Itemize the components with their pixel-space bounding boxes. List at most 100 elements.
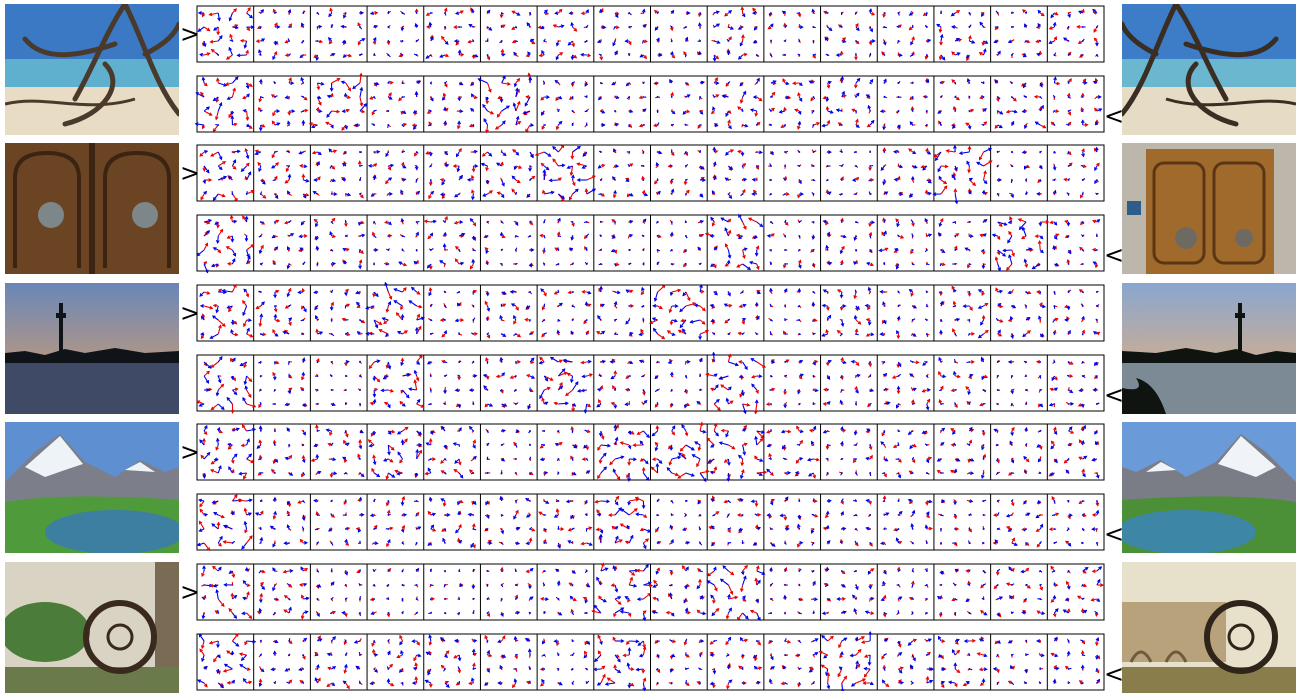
flow-vector-dot [572,124,574,126]
flow-vector-dot [784,319,786,321]
flow-vector-dot [572,305,574,307]
flow-vector-dot [926,110,928,112]
flow-vector-dot [515,26,517,28]
flow-vector-dot [345,333,347,335]
flow-vector-dot [770,305,772,307]
flow-vector-dot [798,221,800,223]
flow-vector-dot [685,54,687,56]
flow-vector-dot [770,96,772,98]
flow-vector-dot [586,263,588,265]
flow-vector-dot [331,26,333,28]
flow-vector-dot [855,54,857,56]
flow-vector-dot [1053,124,1055,126]
flow-vector-dot [1082,54,1084,56]
flow-vector-dot [600,235,602,237]
flow-vector-dot [572,110,574,112]
flow-vector-dot [572,82,574,84]
flow-vector-dot [1053,96,1055,98]
flow-vector-dot [387,26,389,28]
flow-vector-dot [770,249,772,251]
flow-vector-dot [302,333,304,335]
flow-vector-dot [841,263,843,265]
flow-vector-dot [784,165,786,167]
flow-vector-dot [387,263,389,265]
flow-vector-dot [543,249,545,251]
flow-vector-dot [954,82,956,84]
flow-vector-dot [657,124,659,126]
flow-vector-dot [770,221,772,223]
flow-vector-dot [997,12,999,14]
flow-vector-dot [1011,96,1013,98]
flow-vector-dot [855,193,857,195]
flow-vector-dot [217,124,219,126]
flow-vector-dot [813,249,815,251]
flow-vector-dot [572,291,574,293]
flow-vector-dot [912,249,914,251]
flow-vector-dot [557,291,559,293]
flow-vector-dot [784,151,786,153]
flow-vector-dot [1068,110,1070,112]
flow-vector-dot [1082,40,1084,42]
flow-vector-dot [260,96,262,98]
flow-vector-dot [359,165,361,167]
flow-vector-dot [1082,263,1084,265]
flow-vector-dot [784,249,786,251]
flow-vector-dot [543,40,545,42]
flow-vector-dot [501,26,503,28]
flow-vector-dot [671,96,673,98]
flow-vector-dot [515,235,517,237]
flow-vector-dot [501,40,503,42]
flow-vector-dot [628,263,630,265]
flow-vector-dot [416,179,418,181]
flow-vector-dot [883,151,885,153]
flow-vector-dot [883,221,885,223]
flow-vector-dot [1096,249,1098,251]
flow-vector-dot [841,333,843,335]
flow-vector-dot [430,165,432,167]
flow-vector-dot [699,263,701,265]
flow-vector-dot [1011,151,1013,153]
flow-vector-dot [288,221,290,223]
flow-vector-dot [628,165,630,167]
flow-vector-dot [274,82,276,84]
flow-vector-dot [543,82,545,84]
flow-vector-dot [983,249,985,251]
flow-vector-dot [402,124,404,126]
flow-vector-dot [402,235,404,237]
flow-vector-dot [657,96,659,98]
flow-vector-dot [813,165,815,167]
flow-vector-dot [600,193,602,195]
flow-vector-dot [1053,54,1055,56]
flow-vector-dot [260,291,262,293]
flow-vector-dot [274,96,276,98]
flow-vector-dot [1068,96,1070,98]
flow-vector-dot [302,96,304,98]
flow-vector-dot [997,96,999,98]
flow-vector-dot [813,151,815,153]
flow-vector-dot [855,221,857,223]
flow-vector-dot [912,221,914,223]
flow-vector-dot [926,319,928,321]
flow-vector-dot [954,110,956,112]
flow-vector-dot [1068,82,1070,84]
flow-vector-dot [813,110,815,112]
flow-vector-dot [770,12,772,14]
flow-vector-dot [685,179,687,181]
flow-vector-dot [614,221,616,223]
flow-vector-dot [416,12,418,14]
flow-vector-dot [402,249,404,251]
flow-vector-dot [472,124,474,126]
flow-vector-dot [1068,165,1070,167]
flow-vector-dot [869,54,871,56]
flow-vector-dot [954,96,956,98]
flow-vector-dot [954,263,956,265]
flow-vector-dot [968,12,970,14]
flow-vector-dot [302,319,304,321]
flow-vector-dot [288,26,290,28]
flow-vector-dot [685,235,687,237]
flow-vector-dot [926,54,928,56]
flow-vector-dot [643,82,645,84]
flow-vector-dot [855,151,857,153]
flow-vector-dot [643,179,645,181]
